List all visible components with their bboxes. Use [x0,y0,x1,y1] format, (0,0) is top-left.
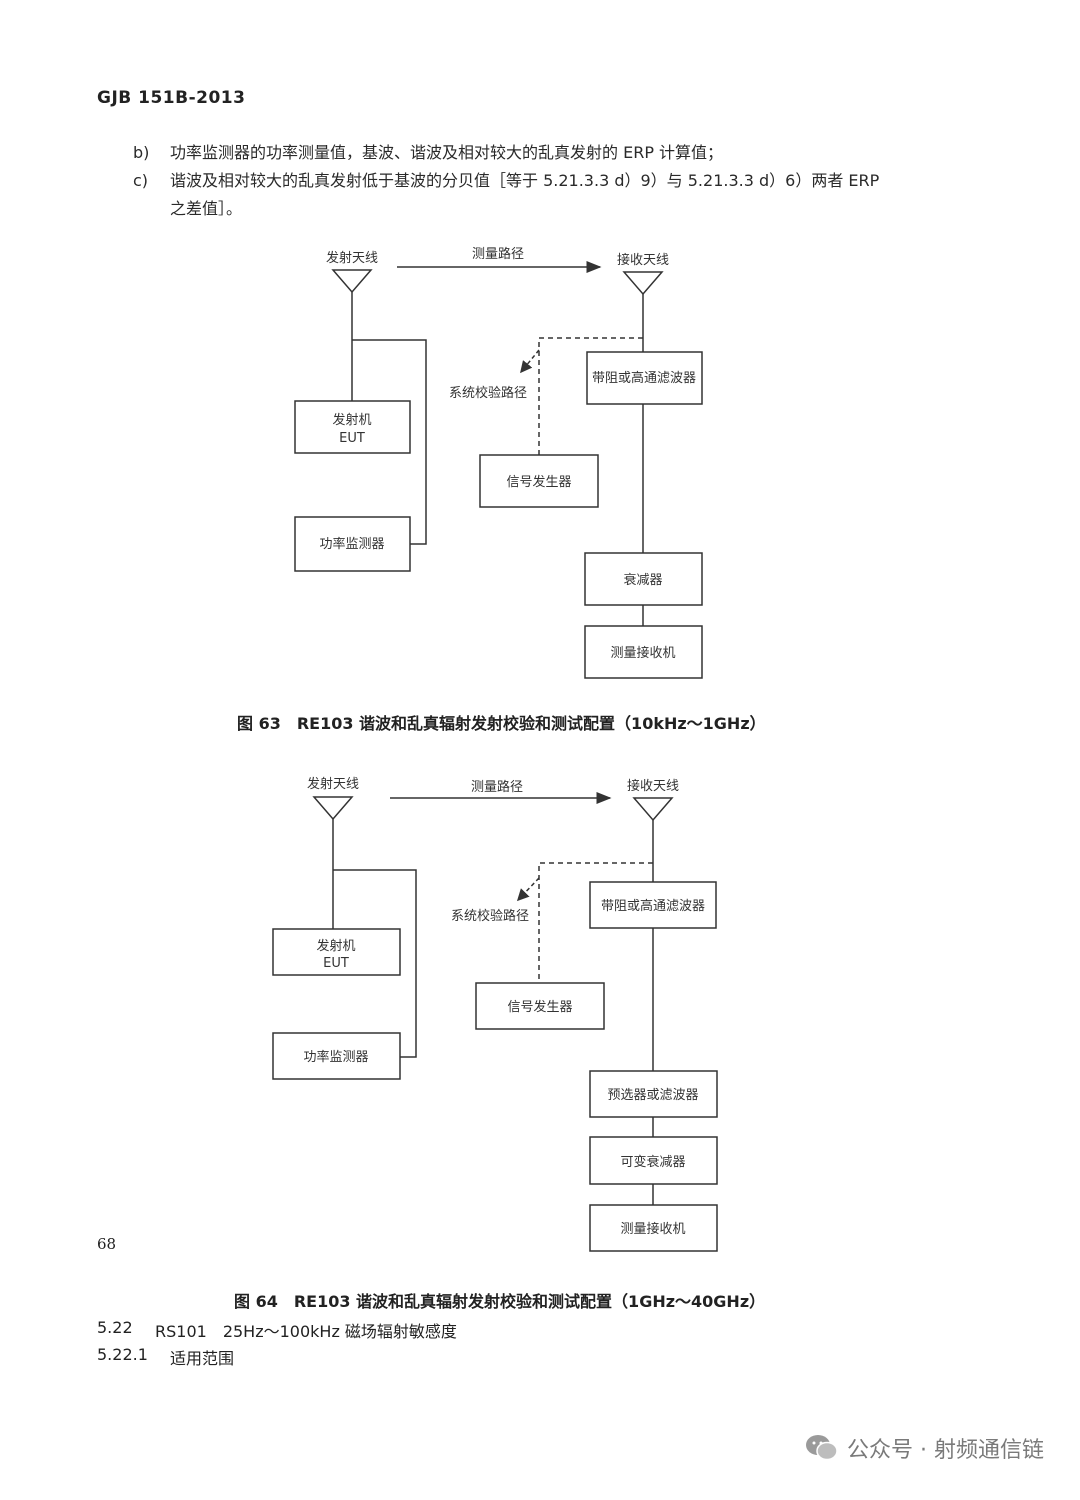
item-c-text-cont: 之差值］。 [170,199,243,218]
figure-64-caption: 图 64 RE103 谐波和乱真辐射发射校验和测试配置（1GHz～40GHz） [234,1292,766,1311]
page-number: 68 [97,1235,117,1253]
item-b-text: 功率监测器的功率测量值，基波、谐波及相对较大的乱真发射的 ERP 计算值； [170,143,724,162]
fig64-rx-antenna-icon [632,797,674,822]
fig63-power-monitor-label: 功率监测器 [319,536,384,552]
item-c-text: 谐波及相对较大的乱真发射低于基波的分贝值［等于 5.21.3.3 d）9）与 5… [170,171,880,190]
watermark-text: 公众号 · 射频通信链 [847,1438,1044,1463]
watermark: 公众号 · 射频通信链 [805,1432,1044,1464]
fig63-transmitter-label: 发射机 [332,412,371,428]
wechat-icon [805,1433,839,1463]
fig63-attenuator-label: 衰减器 [623,572,662,588]
fig63-transmitter-box [294,400,411,454]
fig63-filter-box [586,351,703,405]
figure-63: 发射天线 接收天线 测量路径 发射机 EUT 功率监测器 系统校验路径 带阻或高… [294,246,703,679]
fig63-measure-path-label: 测量路径 [472,246,524,262]
fig64-filter-label: 带阻或高通滤波器 [601,898,705,914]
section-5-22-number: 5.22 [97,1318,133,1337]
fig64-signal-gen-label: 信号发生器 [507,999,572,1015]
fig64-power-monitor-label: 功率监测器 [303,1049,368,1065]
fig63-tx-antenna-icon [331,269,373,294]
fig64-tx-antenna-icon [312,796,354,821]
fig63-eut-label: EUT [339,431,365,446]
fig63-rx-antenna-label: 接收天线 [617,252,669,268]
item-b-label: b) [133,143,150,162]
fig64-tx-antenna-label: 发射天线 [307,776,359,792]
item-c-label: c) [133,171,149,190]
document-header: GJB 151B-2013 [97,88,246,108]
fig64-power-monitor-box [272,1032,401,1080]
fig64-receiver-label: 测量接收机 [620,1221,685,1237]
fig63-rx-antenna-icon [622,271,664,296]
fig63-signal-gen-label: 信号发生器 [506,474,571,490]
section-5-22-1-title: 适用范围 [170,1349,235,1368]
figure-63-caption: 图 63 RE103 谐波和乱真辐射发射校验和测试配置（10kHz～1GHz） [237,714,766,733]
fig64-var-attenuator-label: 可变衰减器 [620,1154,685,1170]
fig64-transmitter-label: 发射机 [316,938,355,954]
fig63-filter-label: 带阻或高通滤波器 [592,370,696,386]
fig64-transmitter-box [272,928,401,976]
fig63-receiver-box [584,625,703,679]
fig64-rx-antenna-label: 接收天线 [627,778,679,794]
section-5-22-1-number: 5.22.1 [97,1345,148,1364]
section-5-22-title: RS101 25Hz～100kHz 磁场辐射敏感度 [155,1322,457,1341]
fig64-receiver-box [589,1204,718,1252]
fig63-power-monitor-box [294,516,411,572]
fig63-signal-gen-box [479,454,599,508]
figure-64: 发射天线 接收天线 测量路径 发射机 EUT 功率监测器 系统校验路径 带阻或高… [272,776,718,1252]
fig64-cal-path-label: 系统校验路径 [451,908,529,924]
fig64-measure-path-label: 测量路径 [471,779,523,795]
fig64-eut-label: EUT [323,956,349,971]
fig63-tx-antenna-label: 发射天线 [326,250,378,266]
fig64-signal-gen-box [475,982,605,1030]
fig64-preselector-label: 预选器或滤波器 [607,1088,698,1103]
fig63-cal-path-label: 系统校验路径 [449,385,527,401]
fig63-receiver-label: 测量接收机 [610,645,675,661]
